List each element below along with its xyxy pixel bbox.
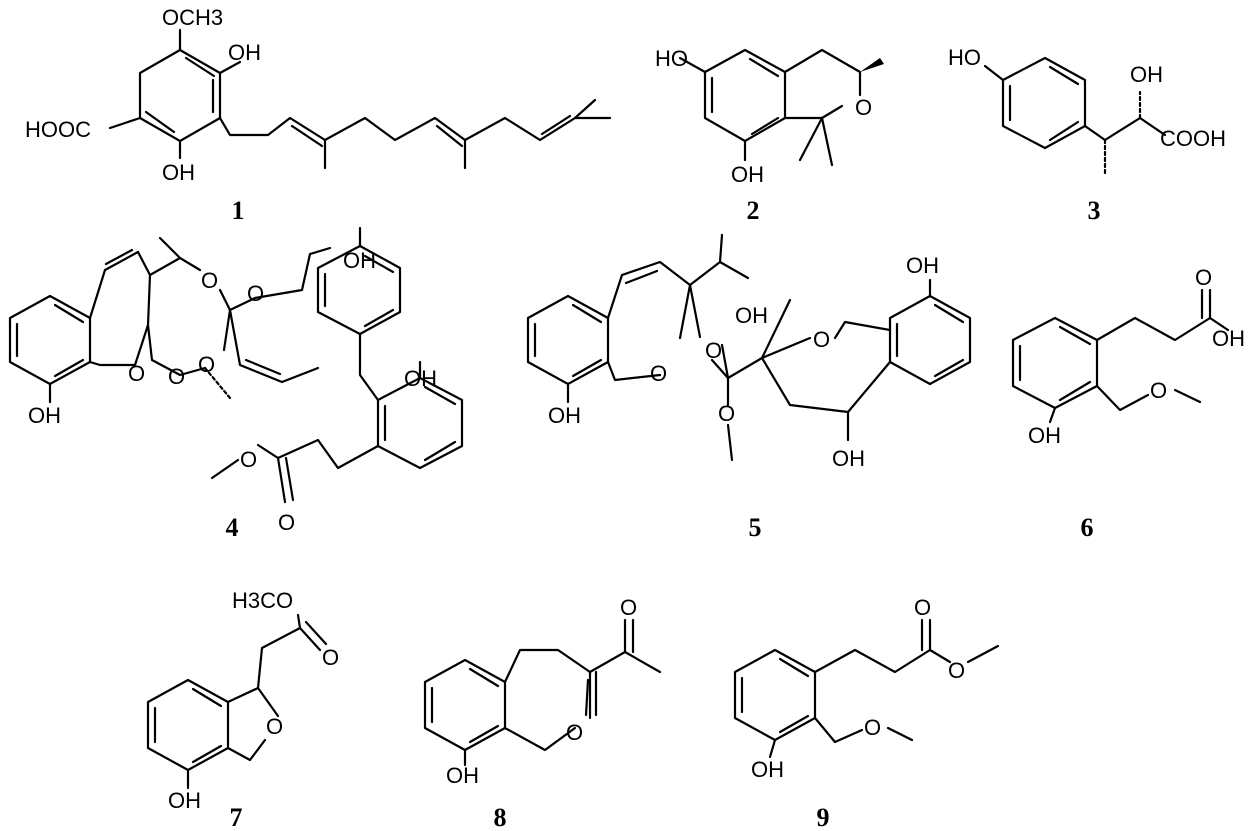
compound-5-o-ring-label: O	[650, 361, 667, 386]
compound-5-oh-chain-label: OH	[735, 303, 768, 328]
compound-8-o-ring-label: O	[566, 720, 583, 745]
compound-1-number: 1	[232, 196, 245, 225]
compound-7-oh-label: OH	[168, 788, 201, 813]
compound-6-structure	[1011, 288, 1230, 424]
compound-8-number: 8	[494, 803, 507, 831]
compound-2-number: 2	[747, 196, 760, 225]
compound-9-oh-label: OH	[751, 757, 784, 782]
compound-6-oh-acid-label: OH	[1212, 326, 1245, 351]
compound-6-o-carbonyl-label: O	[1195, 265, 1212, 290]
compound-7-number: 7	[230, 803, 243, 831]
compound-3-ho-label: HO	[948, 45, 981, 70]
compound-1-oh-bottom-label: OH	[162, 160, 195, 185]
compound-7-ester-label: H3CO	[232, 588, 293, 613]
compound-8-structure	[423, 618, 662, 767]
compound-9-structure	[733, 618, 1000, 759]
compound-5-oh-left-label: OH	[548, 403, 581, 428]
compound-4-oh-left-label: OH	[28, 403, 61, 428]
compound-1-ome-label: OCH3	[162, 5, 223, 30]
compound-9-o-ether-label: O	[864, 715, 881, 740]
compound-4-number: 4	[226, 513, 239, 542]
compound-7-o-ring-label: O	[266, 714, 283, 739]
compound-2-o-label: O	[855, 95, 872, 120]
compound-5-number: 5	[749, 513, 762, 542]
compound-3-cooh-label: COOH	[1160, 126, 1226, 151]
compound-1-oh-top-label: OH	[228, 40, 261, 65]
compound-5-o-ring2-label: O	[813, 327, 830, 352]
compound-5-oh-bottom-label: OH	[832, 446, 865, 471]
compound-3-number: 3	[1088, 196, 1101, 225]
compound-1-acid-label: HOOC	[25, 117, 91, 142]
compound-7-o-carbonyl-label: O	[322, 645, 339, 670]
compound-4-oh-mid-label: OH	[404, 366, 437, 391]
compound-2-ho-label: HO	[655, 46, 688, 71]
compound-3-oh-label: OH	[1130, 62, 1163, 87]
compound-6-number: 6	[1081, 513, 1094, 542]
compound-5-structure	[526, 233, 972, 462]
compound-4-o-ring1-label: O	[201, 268, 218, 293]
compound-4-o-ring5-label: O	[198, 352, 215, 377]
compound-3-structure	[983, 56, 1167, 177]
compound-5-o-methoxy-label: O	[718, 401, 735, 426]
compound-4-o-ring2-label: O	[247, 281, 264, 306]
compound-6-oh-phenol-label: OH	[1028, 423, 1061, 448]
compound-9-number: 9	[817, 803, 830, 831]
compound-7-structure	[146, 613, 328, 790]
compound-9-o-carbonyl-label: O	[914, 595, 931, 620]
compound-2-oh-label: OH	[731, 162, 764, 187]
compound-6-o-ether-label: O	[1150, 378, 1167, 403]
compound-4-o-ring4-label: O	[168, 364, 185, 389]
compound-5-o-link-label: O	[705, 338, 722, 363]
compound-2-structure	[678, 48, 884, 167]
compound-4-o-ester1-label: O	[240, 447, 257, 472]
compound-4-o-ring3-label: O	[128, 361, 145, 386]
compound-4-structure	[8, 226, 464, 504]
compound-4-oh-top-label: OH	[343, 248, 376, 273]
compound-9-o-ester-label: O	[948, 658, 965, 683]
compound-4-o-ester2-label: O	[278, 510, 295, 535]
compound-1-structure	[108, 28, 612, 170]
compound-8-oh-label: OH	[446, 763, 479, 788]
compound-5-oh-right-label: OH	[906, 253, 939, 278]
compound-8-o-ketone-label: O	[620, 595, 637, 620]
